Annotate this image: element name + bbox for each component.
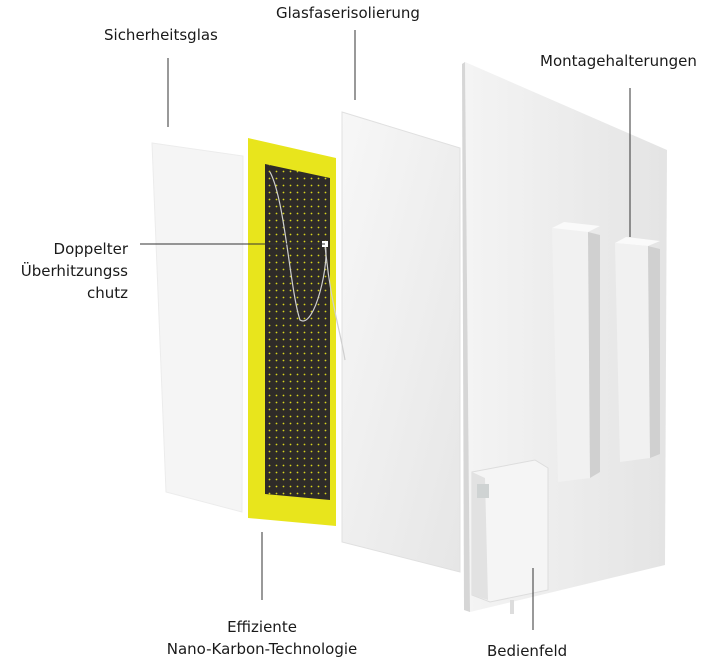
label-overheat-line2: Überhitzungss — [20, 262, 128, 280]
label-glass-fiber: Glasfaserisolierung — [276, 4, 420, 22]
label-nano-carbon: Effiziente Nano-Karbon-Technologie — [142, 616, 382, 660]
label-overheat: Doppelter Überhitzungss chutz — [20, 238, 128, 304]
leader-lines — [140, 30, 631, 630]
mounting-bracket — [615, 237, 660, 462]
nano-carbon-panel — [248, 138, 346, 526]
label-mounting: Montagehalterungen — [540, 52, 697, 70]
label-nano-line1: Effiziente — [227, 618, 297, 636]
safety-glass-panel — [151, 142, 244, 513]
label-control-panel: Bedienfeld — [487, 642, 568, 660]
sensor-wire — [269, 171, 327, 322]
label-safety-glass: Sicherheitsglas — [104, 26, 218, 44]
label-overheat-line3: chutz — [86, 284, 128, 302]
control-panel-box — [471, 459, 549, 614]
label-overheat-line1: Doppelter — [53, 240, 128, 258]
display-icon — [477, 484, 489, 498]
glass-fiber-insulation — [341, 111, 461, 573]
mounting-bracket — [552, 222, 600, 482]
label-nano-line2: Nano-Karbon-Technologie — [166, 640, 358, 658]
